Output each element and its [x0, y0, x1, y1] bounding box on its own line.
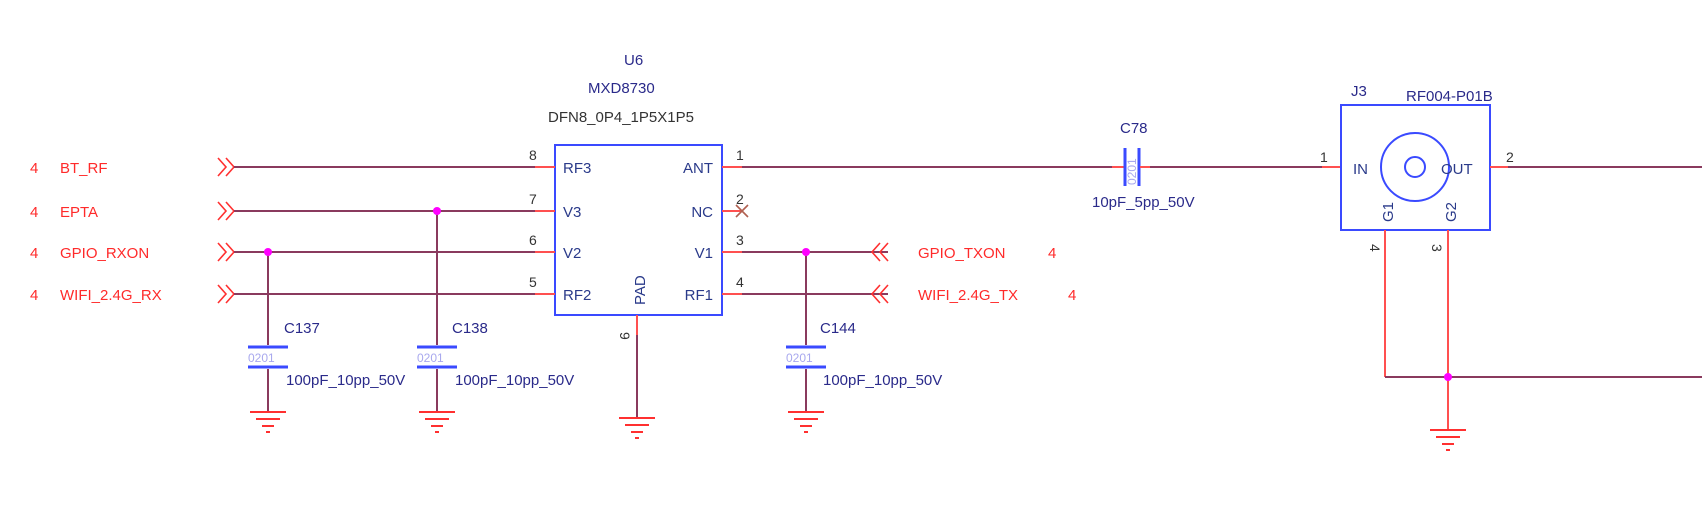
pin-number: 3 [1429, 244, 1445, 252]
pin-number: 2 [736, 191, 744, 207]
junction-dot [802, 248, 810, 256]
chip-ref: U6 [624, 52, 643, 69]
junction-dot [1444, 373, 1452, 381]
cap-size: 0201 [248, 351, 275, 365]
connector-part: RF004-P01B [1406, 88, 1493, 105]
chip-part: MXD8730 [588, 80, 655, 97]
pin-number: 5 [529, 274, 537, 290]
net-label: EPTA [60, 204, 98, 221]
net-label: WIFI_2.4G_TX [918, 287, 1018, 304]
coax-outer-icon [1380, 132, 1450, 202]
net-label: WIFI_2.4G_RX [60, 287, 162, 304]
pin-number: 1 [736, 147, 744, 163]
cap-size: 0201 [417, 351, 444, 365]
pin-name: NC [691, 204, 713, 221]
pin-number: 4 [736, 274, 744, 290]
pin-number: 7 [529, 191, 537, 207]
net-gpio-txon[interactable]: GPIO_TXON 4 [722, 242, 1056, 262]
net-epta[interactable]: 4 EPTA [30, 201, 555, 221]
capacitor-c144[interactable]: 0201 C144 100pF_10pp_50V [786, 252, 942, 433]
chip-body [554, 144, 723, 316]
net-gpio-rxon[interactable]: 4 GPIO_RXON [30, 242, 555, 262]
ground-icon [1429, 429, 1467, 451]
offpage-connector-icon [870, 284, 889, 304]
coax-inner-icon [1404, 156, 1426, 178]
net-sheet: 4 [1048, 245, 1056, 262]
pin-name: RF3 [563, 160, 591, 177]
offpage-connector-icon [217, 157, 236, 177]
offpage-connector-icon [870, 242, 889, 262]
net-label: BT_RF [60, 160, 108, 177]
net-label: GPIO_TXON [918, 245, 1006, 262]
pin-name: G1 [1380, 202, 1397, 222]
pin-name: OUT [1441, 161, 1473, 178]
cap-value: 100pF_10pp_50V [455, 372, 574, 389]
pin-number: 2 [1506, 149, 1514, 165]
no-connect-icon [735, 204, 749, 218]
capacitor-c138[interactable]: 0201 C138 100pF_10pp_50V [417, 211, 574, 433]
cap-value: 10pF_5pp_50V [1092, 194, 1195, 211]
net-wifi-rx[interactable]: 4 WIFI_2.4G_RX [30, 284, 555, 304]
cap-ref: C144 [820, 320, 856, 337]
pin-name: RF2 [563, 287, 591, 304]
pin-name: V3 [563, 204, 581, 221]
net-sheet: 4 [30, 160, 38, 177]
pin-number: 1 [1320, 149, 1328, 165]
pin-name: IN [1353, 161, 1368, 178]
cap-size: 0201 [1125, 158, 1139, 185]
pin-number: 3 [736, 232, 744, 248]
pin-number: 6 [529, 232, 537, 248]
pin-name: V1 [695, 245, 713, 262]
cap-value: 100pF_10pp_50V [286, 372, 405, 389]
cap-value: 100pF_10pp_50V [823, 372, 942, 389]
net-sheet: 4 [30, 204, 38, 221]
pin-number: 8 [529, 147, 537, 163]
ground-icon [618, 417, 656, 439]
net-sheet: 4 [30, 245, 38, 262]
junction-dot [433, 207, 441, 215]
pin-name: RF1 [685, 287, 713, 304]
chip-package: DFN8_0P4_1P5X1P5 [548, 109, 694, 126]
cap-size: 0201 [786, 351, 813, 365]
cap-ref: C78 [1120, 120, 1148, 137]
capacitor-c78[interactable]: 0201 C78 10pF_5pp_50V [1092, 120, 1195, 211]
pin-name-pad: PAD [632, 275, 649, 305]
pin-name: V2 [563, 245, 581, 262]
offpage-connector-icon [217, 242, 236, 262]
cap-ref: C138 [452, 320, 488, 337]
connector-j3[interactable]: J3 RF004-P01B IN OUT 1 2 G1 G2 4 3 [1320, 83, 1514, 252]
ground-icon [249, 411, 287, 433]
ground-icon [787, 411, 825, 433]
pin-number: 4 [1367, 244, 1383, 252]
connector-ref: J3 [1351, 83, 1367, 100]
offpage-connector-icon [217, 284, 236, 304]
net-sheet: 4 [1068, 287, 1076, 304]
offpage-connector-icon [217, 201, 236, 221]
pin-number-pad: 9 [617, 332, 633, 340]
pin-name: G2 [1443, 202, 1460, 222]
net-label: GPIO_RXON [60, 245, 149, 262]
cap-ref: C137 [284, 320, 320, 337]
net-sheet: 4 [30, 287, 38, 304]
capacitor-c137[interactable]: 0201 C137 100pF_10pp_50V [248, 252, 405, 433]
net-wifi-tx[interactable]: WIFI_2.4G_TX 4 [722, 284, 1076, 304]
pin-name: ANT [683, 160, 713, 177]
junction-dot [264, 248, 272, 256]
ground-icon [418, 411, 456, 433]
net-bt-rf[interactable]: 4 BT_RF [30, 157, 555, 177]
